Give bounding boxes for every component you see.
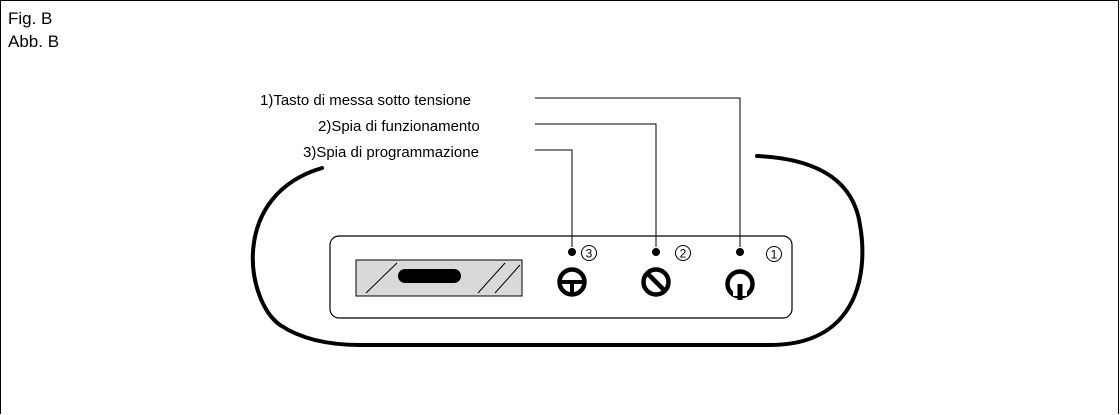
svg-text:1: 1 (771, 248, 778, 262)
figure-caption: Fig. B Abb. B (8, 7, 59, 53)
number-badge-3: 3 (581, 245, 597, 261)
label-operation-light: 2)Spia di funzionamento (318, 118, 480, 135)
indicator-dot-3 (568, 248, 576, 256)
leader-line-2 (535, 123, 657, 247)
inner-panel (329, 235, 793, 319)
label-programming-light: 3)Spia di programmazione (303, 144, 479, 161)
operation-light-icon (641, 267, 671, 297)
leader-line-1 (535, 97, 741, 247)
label-power-button: 1)Tasto di messa sotto tensione (260, 92, 471, 109)
leader-line-3 (535, 149, 573, 247)
housing-outline (250, 154, 865, 347)
display-window (355, 259, 523, 297)
indicator-dot-2 (652, 248, 660, 256)
figure-title-it: Fig. B (8, 9, 53, 28)
display-slot (398, 269, 461, 283)
number-badge-1: 1 (766, 246, 782, 262)
number-badge-2: 2 (675, 245, 691, 261)
programming-light-icon (557, 267, 587, 297)
figure-title-de: Abb. B (8, 32, 60, 51)
indicator-dot-1 (736, 248, 744, 256)
power-button-icon[interactable] (725, 269, 755, 301)
svg-text:3: 3 (586, 247, 593, 261)
svg-text:2: 2 (680, 247, 687, 261)
